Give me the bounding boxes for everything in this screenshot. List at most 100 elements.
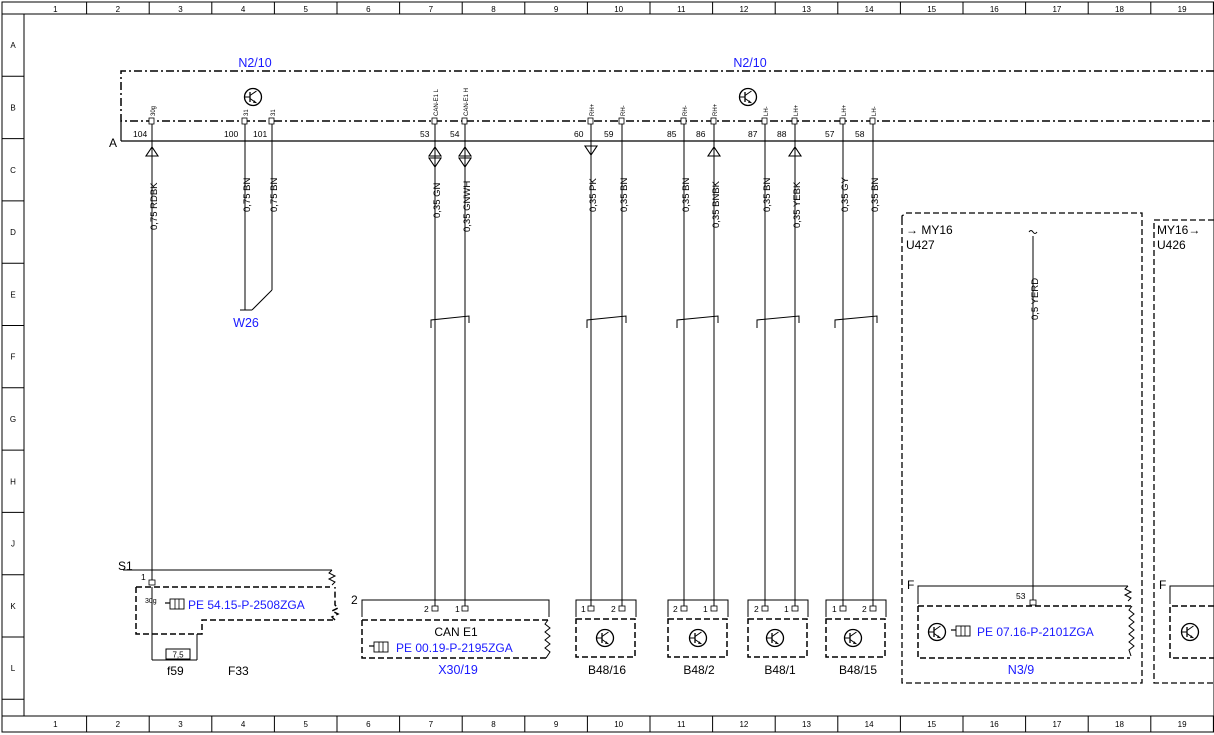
row-letter: H [10,477,16,486]
column-number: 8 [491,720,496,729]
row-letter: K [10,602,16,611]
column-number: 3 [178,720,183,729]
column-number: 16 [990,720,999,729]
wire-label: 0,5 YERD [1030,278,1041,320]
wires [151,124,1038,606]
pin-number: 85 [667,129,677,139]
reference-link[interactable]: PE 54.15-P-2508ZGA [188,598,305,612]
pin-number: 100 [224,129,238,139]
pin-59[interactable]: RH- 59 [604,105,627,139]
connector-label: S1 [118,559,133,573]
module-label[interactable]: N3/9 [1008,663,1034,677]
pin-name: 31 [244,109,250,116]
column-ruler: 1122334455667788991010111112121313141415… [53,2,1214,732]
sensor-label: B48/16 [588,663,626,677]
pin-name: RH- [683,105,689,116]
pin-number: 1 [455,604,460,614]
module-label-right[interactable]: N2/10 [733,56,766,70]
pin-54[interactable]: CAN-E1 H 54 [450,88,470,139]
column-number: 11 [677,720,686,729]
ground-point-label[interactable]: W26 [233,316,259,330]
fuse-block-f33[interactable]: S1 1 30g PE 54.15-P-2508ZGA 7,5 f59 F33 [118,559,340,678]
column-number: 4 [241,720,246,729]
column-number: 1 [53,720,58,729]
sensor-b48-16[interactable]: 1 2 B48/16 [575,599,637,677]
pin-number: 2 [754,604,759,614]
transistor-icon [688,628,708,648]
sensor-b48-15[interactable]: 1 2 B48/15 [825,599,887,677]
pin-number: 1 [581,604,586,614]
pin-number: 2 [424,604,429,614]
transistor-icon [1180,622,1200,642]
transistor-icon [738,87,758,107]
column-number: 7 [429,5,434,14]
pin-number: 60 [574,129,584,139]
pin-name: 30g [145,598,157,605]
row-letter: C [10,166,16,175]
pin-name: LH- [764,106,770,116]
wire-label: 0,35 BN [762,178,773,212]
transistor-icon [595,628,615,648]
column-number: 15 [927,720,936,729]
sensor-b48-2[interactable]: 2 1 B48/2 [667,599,729,677]
row-letter: J [11,540,15,549]
sensor-label: B48/15 [839,663,877,677]
column-number: 9 [554,5,559,14]
column-number: 13 [802,5,811,14]
wire-label: 0,35 PK [588,178,599,212]
block-label: F33 [228,664,249,678]
signal-arrows [145,145,802,168]
pin-number: 59 [604,129,614,139]
reference-link[interactable]: PE 00.19-P-2195ZGA [396,641,513,655]
variant-box-my16-later[interactable]: MY16→ U426 F [1153,219,1214,684]
pin-number: 104 [133,129,147,139]
column-number: 17 [1052,720,1061,729]
wire-label: 0,35 GY [840,176,851,212]
pin-name: RH+ [713,103,719,116]
connector-name[interactable]: X30/19 [438,663,478,677]
module-label-left[interactable]: N2/10 [238,56,271,70]
transistor-icon [927,622,947,642]
column-number: 14 [865,720,874,729]
pin-name: LH- [872,106,878,116]
pin-number: 86 [696,129,706,139]
pin-name: LH+ [794,104,800,116]
can-connector-x30-19[interactable]: 2 2 1 CAN E1 PE 00.19-P-2195ZGA X30/19 [351,593,551,677]
pin-100[interactable]: 31 100 [224,109,250,139]
row-letter: G [10,415,16,424]
pin-name: LH+ [842,104,848,116]
wire-label: 0,35 BN [870,178,881,212]
reference-hand-icon [950,625,971,637]
reference-hand-icon [164,598,185,610]
sensor-label: B48/2 [683,663,715,677]
pin-58[interactable]: LH- 58 [855,106,878,139]
pin-number: 2 [611,604,616,614]
pin-name: RH+ [590,103,596,116]
variant-box-my16[interactable]: → MY16 U427 F 53 PE 07.16-P-2101ZGA N3/9 [901,212,1143,684]
pin-number: 88 [777,129,787,139]
column-number: 9 [554,720,559,729]
pin-85[interactable]: RH- 85 [667,105,689,139]
sensor-b48-1[interactable]: 2 1 B48/1 [747,599,809,677]
column-number: 12 [739,5,748,14]
control-unit-n2-10[interactable]: N2/10 N2/10 A [109,56,1214,150]
pin-53[interactable]: CAN-E1 L 53 [420,88,440,139]
column-number: 8 [491,5,496,14]
column-number: 12 [739,720,748,729]
variant-title: MY16→ [1157,223,1200,237]
reference-link[interactable]: PE 07.16-P-2101ZGA [977,625,1094,639]
transistor-icon [243,87,263,107]
transistor-icon [843,628,863,648]
pin-87[interactable]: LH- 87 [748,106,770,139]
pin-number: 1 [784,604,789,614]
pin-101[interactable]: 31 101 [253,109,277,139]
wire-labels: 0,75 RDBK 0,75 BN 0,75 BN 0,35 GN 0,35 G… [149,176,1041,320]
column-number: 18 [1115,5,1124,14]
pin-name: 31 [271,109,277,116]
wire-label: 0,35 BN [681,178,692,212]
column-number: 17 [1052,5,1061,14]
pin-104[interactable]: 30g 104 [133,106,157,139]
